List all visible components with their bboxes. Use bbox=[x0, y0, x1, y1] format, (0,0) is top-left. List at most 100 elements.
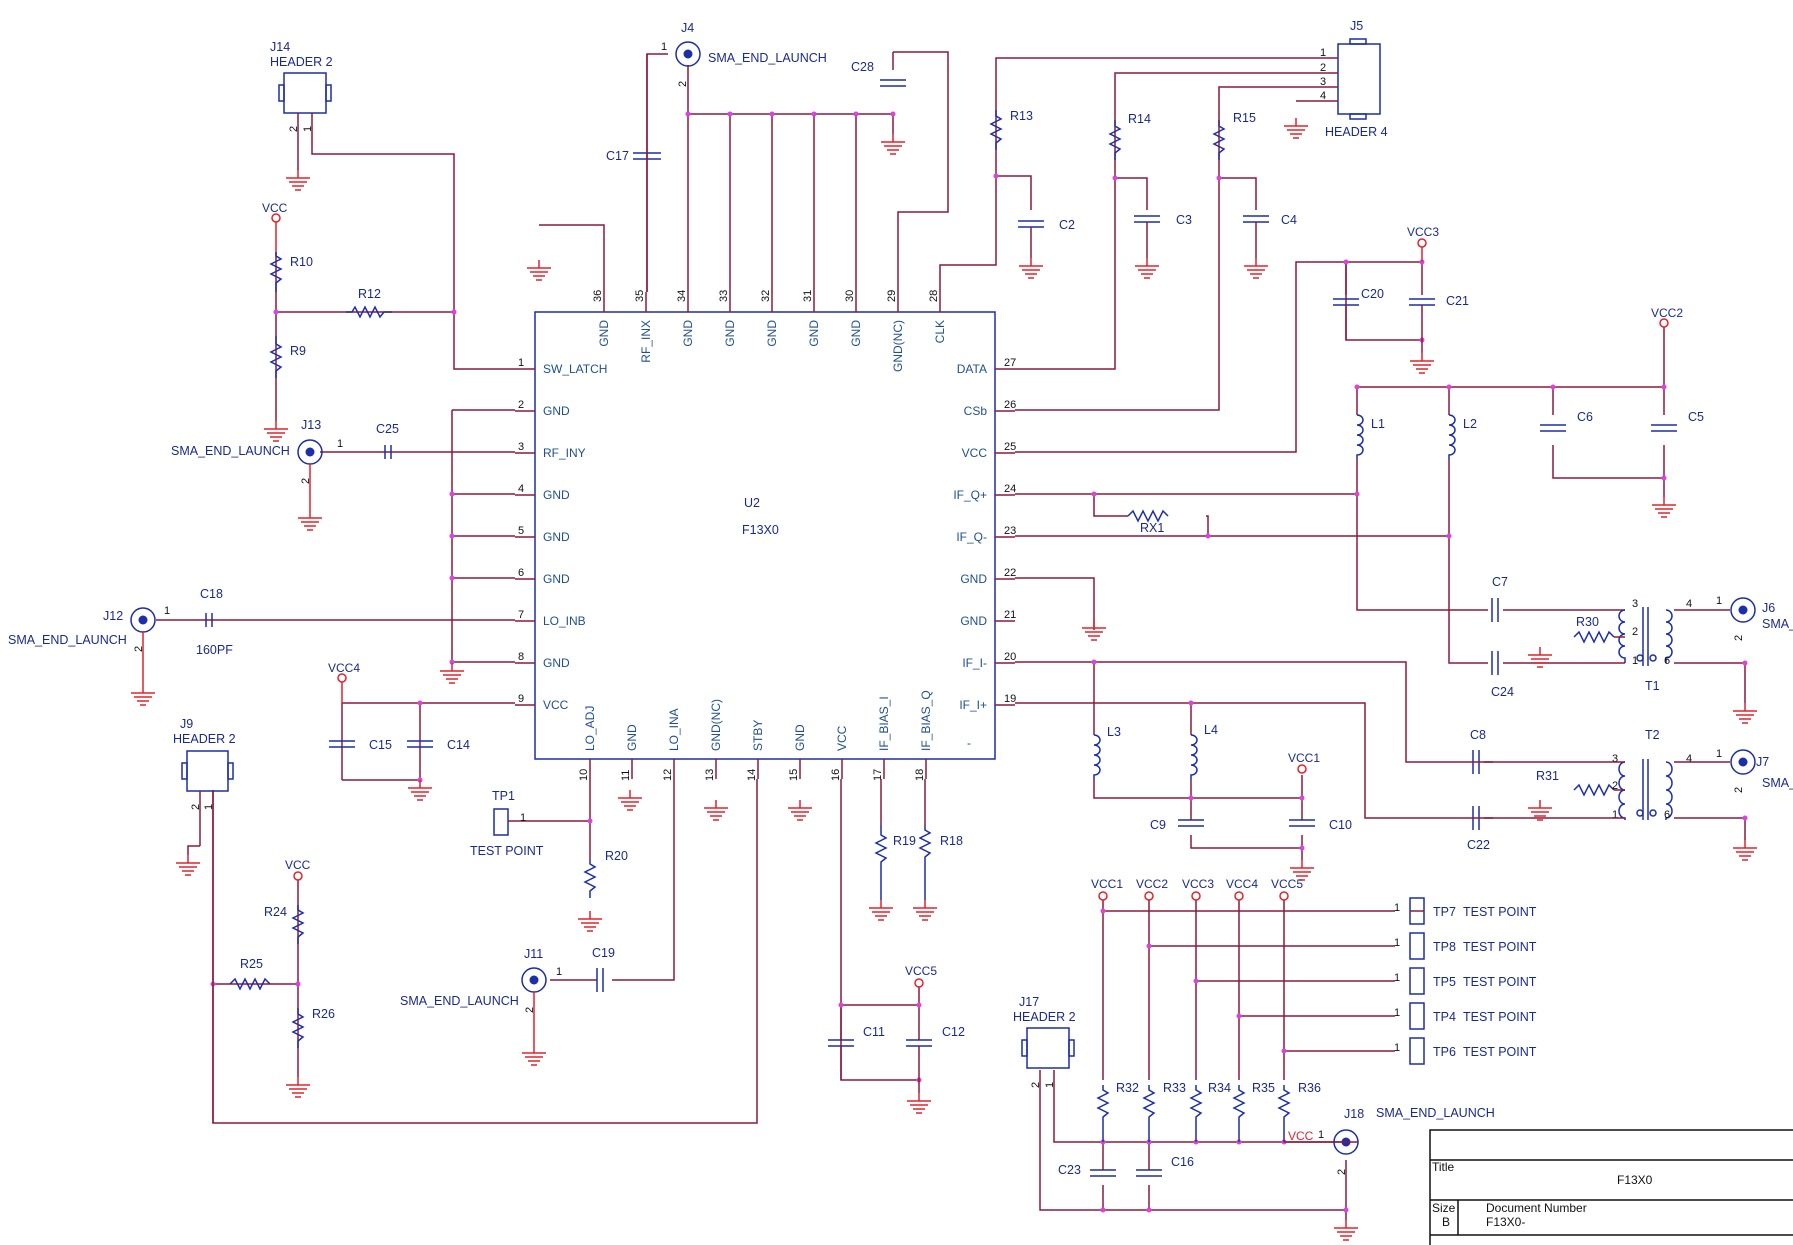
j7-symbol bbox=[1730, 749, 1756, 775]
u2-pin-21-number: 21 bbox=[1004, 609, 1016, 621]
tp4-symbol bbox=[1409, 1002, 1425, 1030]
r34-label: R34 bbox=[1208, 1081, 1231, 1095]
c20-label: C20 bbox=[1361, 287, 1384, 301]
svg-text:1: 1 bbox=[1394, 972, 1400, 984]
svg-text:1: 1 bbox=[1612, 809, 1618, 821]
c14-label: C14 bbox=[447, 738, 470, 752]
size-label: Size bbox=[1432, 1201, 1456, 1215]
vcc2-label-2: VCC2 bbox=[1136, 877, 1168, 891]
connectors: J14 HEADER 2 J9 HEADER 2 J17 HEADER 2 J5… bbox=[8, 19, 1793, 1155]
u2-pin-6-number: 6 bbox=[518, 567, 524, 579]
tp1-ref: TP1 bbox=[492, 789, 515, 803]
ground-symbol bbox=[527, 260, 551, 281]
ground-symbol bbox=[1733, 703, 1757, 724]
c16-label: C16 bbox=[1171, 1155, 1194, 1169]
u2-pin-14-number: 14 bbox=[746, 769, 758, 781]
svg-text:2: 2 bbox=[288, 126, 300, 132]
r10-label: R10 bbox=[290, 255, 313, 269]
ground-symbol bbox=[408, 780, 432, 801]
tp5-ref: TP5 bbox=[1433, 975, 1456, 989]
r32-symbol bbox=[1096, 1085, 1110, 1142]
l3-symbol bbox=[1093, 734, 1101, 780]
c19-label: C19 bbox=[592, 946, 615, 960]
u2-pin-33-name: GND bbox=[723, 320, 737, 347]
svg-text:2: 2 bbox=[1632, 626, 1638, 638]
u2-pin-28-number: 28 bbox=[928, 290, 940, 302]
rx1-symbol bbox=[1127, 509, 1169, 523]
vcc3-label-2: VCC3 bbox=[1182, 877, 1214, 891]
r24-symbol bbox=[291, 905, 305, 944]
j6-ref: J6 bbox=[1762, 601, 1775, 615]
svg-text:2: 2 bbox=[1336, 1169, 1348, 1175]
j5-value: HEADER 4 bbox=[1325, 125, 1388, 139]
r20-label: R20 bbox=[605, 849, 628, 863]
vcc-net-label: VCC bbox=[1288, 1129, 1314, 1143]
u2-pin-23-number: 23 bbox=[1004, 525, 1016, 537]
title-block: Title F13X0 Size B Document Number F13X0… bbox=[1429, 1129, 1793, 1245]
ground-symbol bbox=[1290, 860, 1314, 881]
u2-pin-22-number: 22 bbox=[1004, 567, 1016, 579]
u2-pin-24-name: IF_Q+ bbox=[953, 488, 987, 502]
r33-label: R33 bbox=[1163, 1081, 1186, 1095]
svg-text:2: 2 bbox=[133, 646, 145, 652]
j9-symbol bbox=[186, 750, 229, 792]
r31-label: R31 bbox=[1536, 769, 1559, 783]
tp7-ref: TP7 bbox=[1433, 905, 1456, 919]
r13-symbol bbox=[989, 110, 1003, 150]
r15-label: R15 bbox=[1233, 111, 1256, 125]
r35-symbol bbox=[1189, 1085, 1203, 1142]
u2-pin-30-number: 30 bbox=[844, 290, 856, 302]
u2-pin-17-number: 17 bbox=[872, 769, 884, 781]
u2-pin-21-name: GND bbox=[960, 614, 987, 628]
r36-label: R36 bbox=[1298, 1081, 1321, 1095]
r10-symbol bbox=[269, 252, 283, 292]
l3-label: L3 bbox=[1107, 725, 1121, 739]
u2-pin-32-number: 32 bbox=[760, 290, 772, 302]
u2-pin-11-number: 11 bbox=[620, 770, 632, 781]
vcc3-label: VCC3 bbox=[1407, 225, 1439, 239]
u2-pin-12-name: LO_INA bbox=[667, 708, 681, 751]
j14-ref: J14 bbox=[270, 40, 290, 54]
c3-label: C3 bbox=[1176, 213, 1192, 227]
u2-pin-1-name: SW_LATCH bbox=[543, 362, 607, 376]
tp1-symbol bbox=[493, 808, 509, 836]
j11-ref: J11 bbox=[524, 947, 543, 961]
u2-pin-9-number: 9 bbox=[518, 693, 524, 705]
u2-pin-20-name: IF_I- bbox=[962, 656, 987, 670]
j14-symbol bbox=[283, 72, 327, 114]
svg-text:2: 2 bbox=[190, 804, 202, 810]
u2-pin-16-name: VCC bbox=[835, 725, 849, 751]
resistors: R10 R9 R12 R13 R14 R15 RX1 R30 R31 R20 R… bbox=[229, 109, 1615, 1142]
c23-label: C23 bbox=[1058, 1163, 1081, 1177]
r33-symbol bbox=[1142, 1085, 1156, 1142]
vcc1-label-2: VCC1 bbox=[1091, 877, 1123, 891]
title-value: F13X0 bbox=[1617, 1173, 1653, 1187]
ground-symbol bbox=[704, 800, 728, 821]
svg-text:2: 2 bbox=[1733, 635, 1745, 641]
svg-text:1: 1 bbox=[520, 812, 526, 824]
vcc-label: VCC bbox=[262, 201, 288, 215]
l1-label: L1 bbox=[1371, 417, 1385, 431]
power-flags: VCC VCC4 VCC VCC3 VCC2 VCC1 VCC5 VCC1 VC… bbox=[262, 201, 1683, 1143]
c25-label: C25 bbox=[376, 422, 399, 436]
u2-pin-6-name: GND bbox=[543, 572, 570, 586]
j13-value: SMA_END_LAUNCH bbox=[171, 444, 290, 458]
l4-symbol bbox=[1190, 734, 1198, 780]
ground-symbol bbox=[881, 134, 905, 155]
svg-text:2: 2 bbox=[300, 478, 312, 484]
u2-pin-25-name: VCC bbox=[962, 446, 988, 460]
svg-text:1: 1 bbox=[302, 126, 314, 132]
r26-label: R26 bbox=[312, 1007, 335, 1021]
u2-pin-30-name: GND bbox=[849, 320, 863, 347]
r19-symbol bbox=[874, 825, 888, 900]
svg-text:6: 6 bbox=[1664, 655, 1670, 667]
ground-symbol bbox=[1528, 647, 1552, 668]
u2-dash: - bbox=[967, 736, 971, 750]
u2-pin-35-number: 35 bbox=[634, 290, 646, 302]
svg-text:1: 1 bbox=[1716, 748, 1722, 760]
svg-text:1: 1 bbox=[661, 41, 667, 53]
u2-pin-19-name: IF_I+ bbox=[959, 698, 987, 712]
r9-label: R9 bbox=[290, 344, 306, 358]
